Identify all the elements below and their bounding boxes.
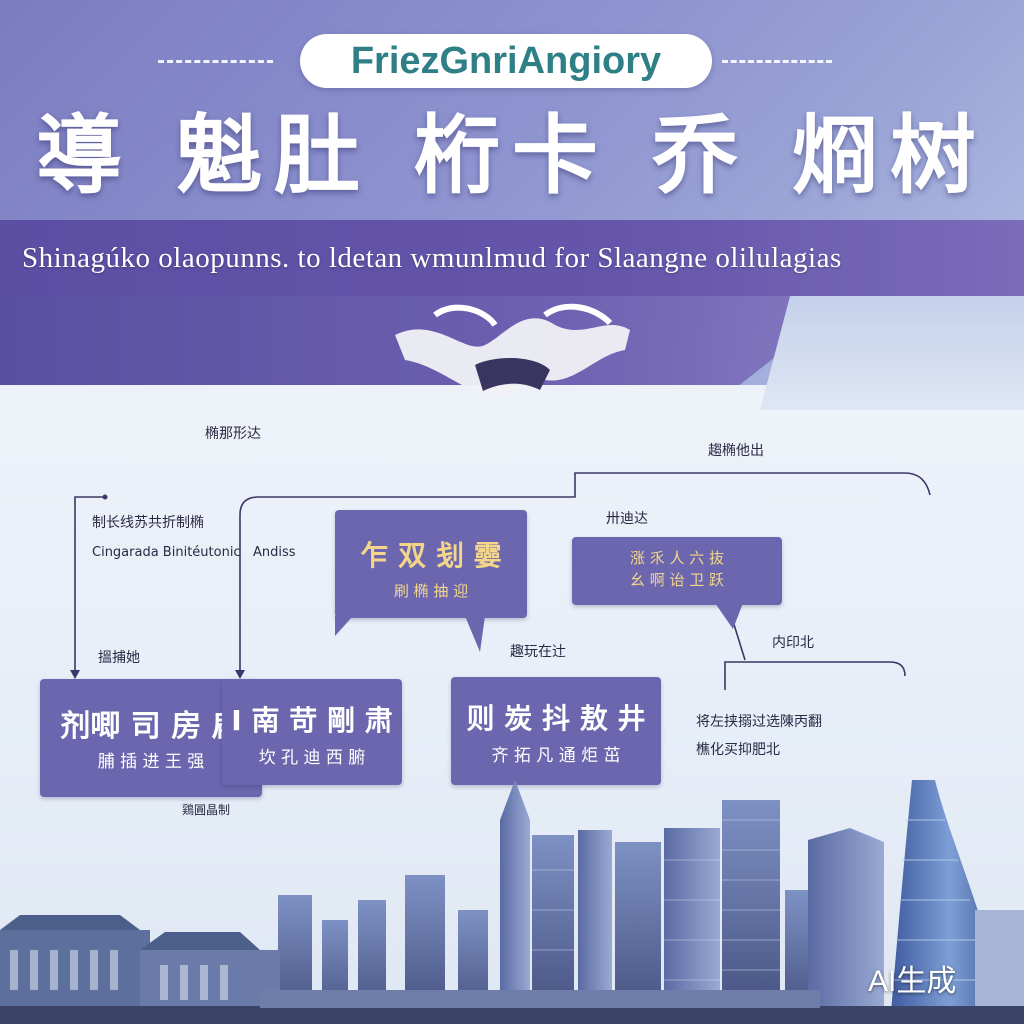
- label-top-center: 椭那形达: [205, 426, 261, 442]
- ai-generated-badge: AI生成: [868, 965, 957, 998]
- box-left-b: I 南 苛 剛 肃 坎 孔 迪 西 腑: [222, 679, 402, 785]
- connector-right-branch: [724, 661, 906, 690]
- callout-main: 乍 双 刬 孁 刷 椭 抽 迎: [335, 510, 527, 618]
- label-left-en: Cingarada Binitéutonic Andiss: [92, 545, 296, 560]
- header-pill: FriezGnriAngiory: [300, 34, 712, 88]
- callout-main-tails: [335, 616, 485, 652]
- label-right-desc-1: 将左挟搦过选陳丙翻: [696, 714, 822, 730]
- arrow-head: [235, 670, 245, 679]
- hero-right-panel: [760, 290, 1024, 410]
- connector-left-outer: [74, 496, 105, 675]
- label-right-small: 卅迪达: [606, 511, 648, 527]
- label-left-small: 搵捕她: [98, 650, 140, 666]
- label-right-small-2: 内印北: [772, 635, 814, 651]
- page-title: 導 魁肚 桁卡 乔 烱树: [36, 106, 988, 206]
- callout-right-tail: [715, 603, 743, 629]
- arrow-head: [70, 670, 80, 679]
- callout-right: 涨 乑 人 六 抜 幺 啊 诒 卫 跃: [572, 537, 782, 605]
- label-left-cn: 制长线苏共折制椭: [92, 515, 204, 531]
- label-mid-small: 趣玩在辻: [510, 644, 566, 660]
- header-dash-left: [158, 60, 273, 63]
- box-mid: 则 炭 抖 敖 井 齐 拓 凡 通 炬 茁: [451, 677, 661, 785]
- connector-left-inner: [239, 472, 931, 675]
- label-right-desc-2: 樵化买抑肥北: [696, 742, 780, 758]
- subtitle-text: Shinagúko olaopunns. to ldetan wmunlmud …: [22, 242, 842, 274]
- city-skyline-illustration: [0, 780, 1024, 1024]
- connector-dot: [102, 494, 108, 500]
- hero-sculpture-illustration: [395, 303, 630, 398]
- label-top-right: 趨椭他出: [708, 443, 764, 459]
- subtitle-banner: Shinagúko olaopunns. to ldetan wmunlmud …: [0, 220, 1024, 296]
- header-dash-right: [722, 60, 832, 63]
- label-bottom-small: 鶏圓晶制: [182, 803, 231, 817]
